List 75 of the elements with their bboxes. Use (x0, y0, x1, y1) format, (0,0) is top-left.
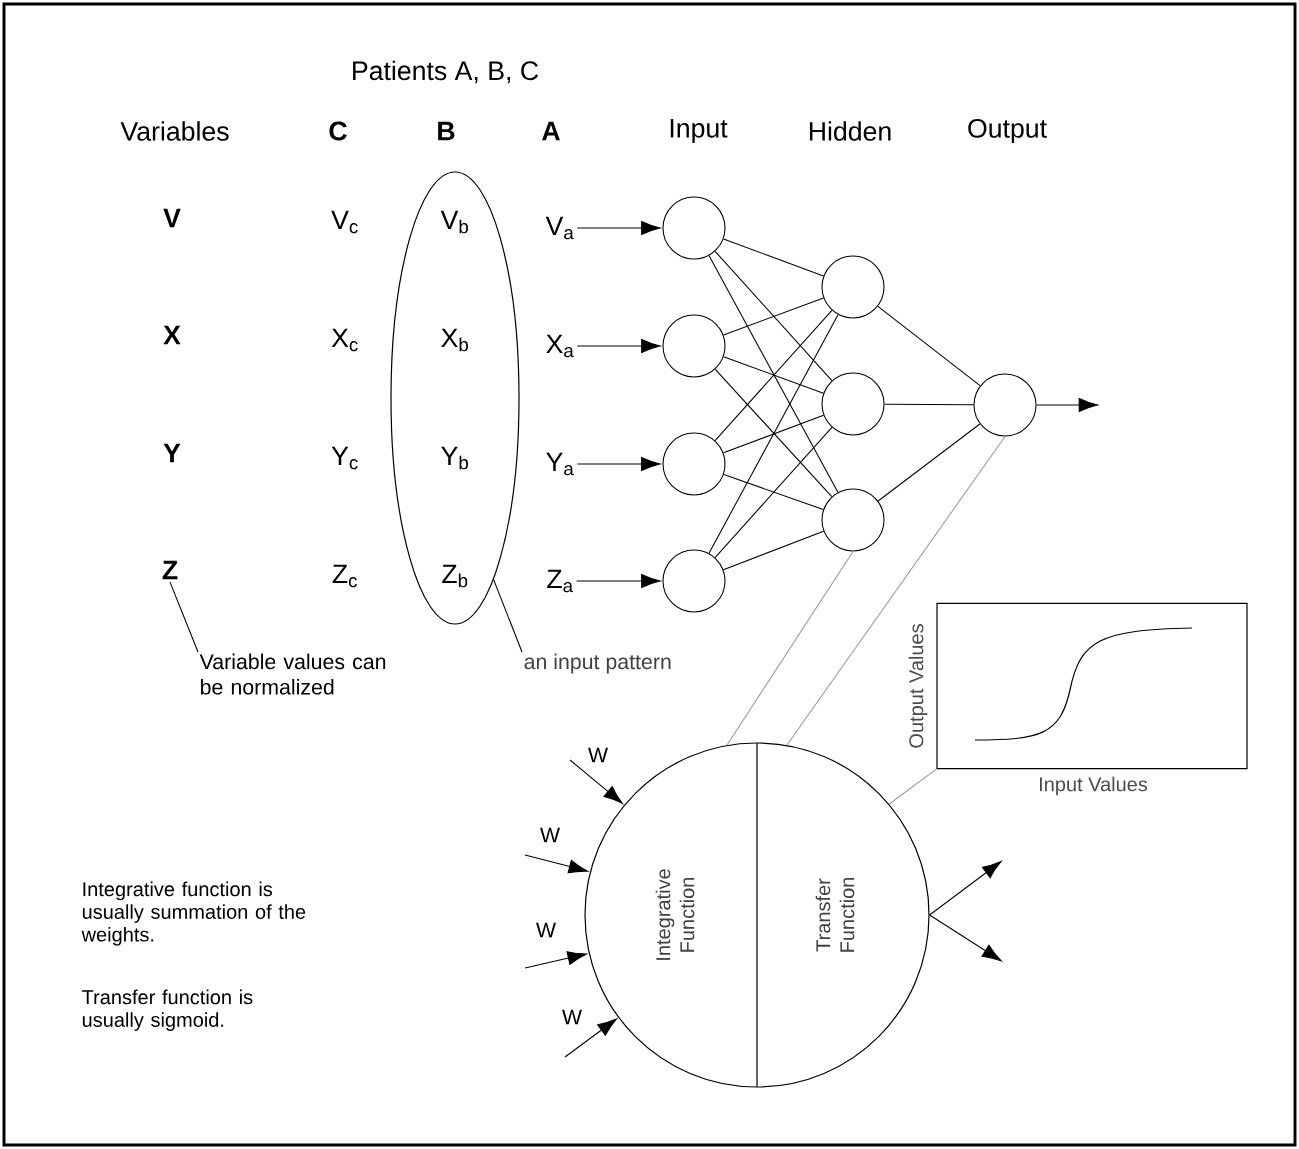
axis-label: Output Values (908, 624, 928, 748)
note: an input pattern (524, 653, 671, 674)
neuron-circle (662, 314, 726, 378)
arrow (564, 1018, 617, 1058)
connector-line (723, 297, 824, 336)
neuron-circle (821, 255, 885, 319)
variable-label: X (163, 325, 181, 345)
edge-label: W (560, 1008, 584, 1026)
variable-label: Z (162, 560, 178, 580)
connector-line (786, 436, 1006, 746)
column-heading: C (329, 121, 347, 141)
note: Transfer function is usually sigmoid. (82, 989, 253, 1031)
value-label: X$_{b}$ (441, 328, 468, 352)
connector-line (723, 238, 824, 277)
connector-line (723, 356, 824, 394)
connector-line (708, 314, 839, 554)
neuron-circle (821, 488, 885, 552)
input-value-label: V$_{a}$ (545, 216, 574, 240)
function-label: Integrative Function (655, 869, 695, 960)
connector-line (714, 309, 833, 442)
connector-line (877, 423, 981, 502)
heading: Patients A, B, C (353, 60, 539, 84)
value-label: Y$_{b}$ (441, 446, 468, 470)
connector-line (877, 305, 981, 387)
column-heading: B (438, 121, 455, 141)
connector-line (722, 414, 825, 454)
neuron-circle (662, 196, 726, 260)
connector-line (714, 368, 833, 498)
layer-heading: Input (670, 119, 728, 143)
arrow (576, 574, 661, 588)
axis-label: Input Values (1040, 776, 1148, 796)
note: Variable values can be normalized (199, 653, 386, 695)
connector-line (888, 768, 937, 805)
neuron-circle (821, 372, 885, 436)
edge-label: W (534, 921, 558, 939)
layer-heading: Output (968, 118, 1047, 144)
note: Integrative function is usually summation of the weights. (81, 881, 306, 946)
value-label: V$_{b}$ (440, 210, 468, 234)
input-value-label: X$_{a}$ (546, 334, 574, 358)
column-heading: Variables (120, 121, 229, 141)
edge-label: W (586, 746, 610, 764)
value-label: V$_{c}$ (331, 210, 358, 234)
edge-label: W (538, 826, 562, 844)
input-value-label: Z$_{a}$ (547, 569, 573, 593)
connector-line (723, 473, 824, 511)
leader-line (493, 579, 523, 653)
arrow (576, 339, 661, 353)
leader-line (169, 581, 199, 653)
variable-label: V (163, 208, 181, 228)
neuron-circle (662, 432, 726, 496)
arrow (524, 951, 587, 969)
value-label: Y$_{c}$ (331, 446, 358, 470)
layer-heading: Hidden (809, 121, 891, 141)
arrow (524, 854, 589, 874)
function-label: Transfer Function (815, 877, 855, 952)
arrow (576, 221, 661, 235)
arrow (929, 860, 1002, 916)
connector-line (714, 250, 833, 382)
variable-label: Y (163, 443, 181, 463)
column-heading: A (542, 121, 560, 141)
arrow (1036, 398, 1099, 412)
connector-line (714, 426, 833, 559)
connector-line (884, 403, 974, 406)
input-value-label: Y$_{a}$ (546, 452, 574, 476)
neuron-circle (662, 549, 726, 613)
value-label: X$_{c}$ (331, 328, 358, 352)
arrow (576, 457, 661, 471)
arrow (569, 759, 623, 804)
neuron-circle (973, 373, 1037, 437)
connector-line (722, 530, 825, 571)
value-label: Z$_{c}$ (332, 564, 357, 588)
value-label: Z$_{b}$ (442, 564, 468, 588)
connector-line (726, 551, 854, 746)
arrow (929, 914, 1002, 962)
connector-line (708, 255, 839, 493)
